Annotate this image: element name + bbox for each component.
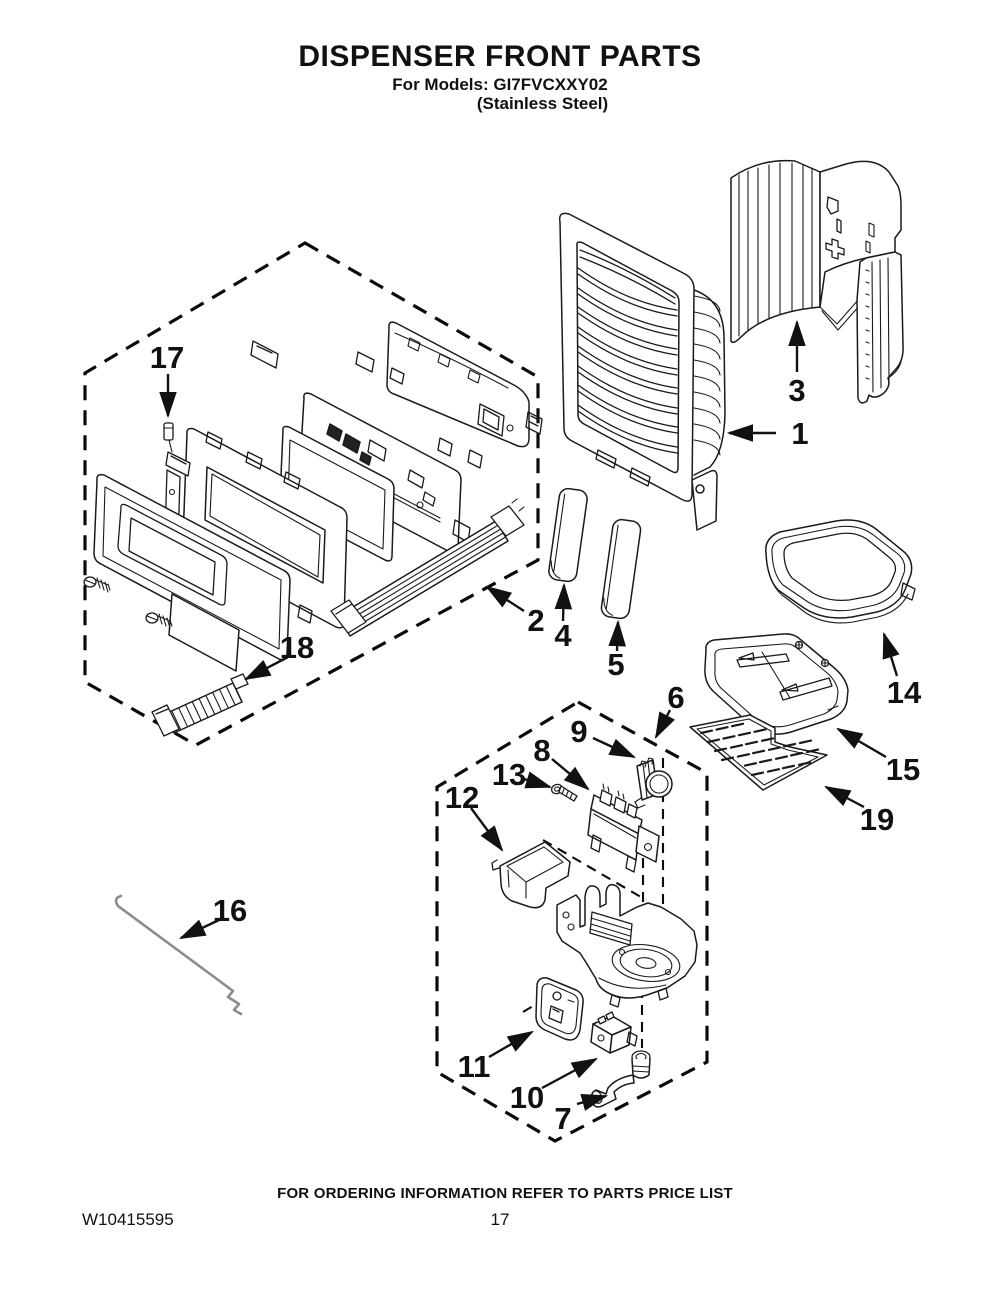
part-number-label-5: 5 [607, 647, 624, 682]
part-number-label-11: 11 [458, 1049, 491, 1084]
part-number-label-4: 4 [554, 618, 572, 653]
callout-arrow-11 [488, 1030, 534, 1059]
part-number-label-3: 3 [788, 373, 805, 408]
part-2-ribbon-cable [330, 498, 525, 637]
part-18-ribbon-jumper [151, 673, 249, 737]
part-number-label-16: 16 [213, 893, 247, 928]
callout-arrow-2 [485, 585, 525, 613]
callout-arrow-9 [592, 736, 636, 759]
page-title: DISPENSER FRONT PARTS [298, 40, 702, 73]
callout-arrow-5 [608, 619, 626, 652]
part-4-pad [548, 487, 588, 583]
control-panel-assembly [83, 321, 543, 737]
part-8-switch-bracket [587, 783, 660, 873]
part-number-label-18: 18 [280, 630, 314, 665]
part-13-screw [550, 783, 578, 802]
part-3-rear-cover [730, 159, 904, 404]
ordering-note: FOR ORDERING INFORMATION REFER TO PARTS … [277, 1185, 733, 1202]
part-10-switch [590, 1011, 638, 1054]
part-1-dispenser-frame [558, 212, 726, 531]
part-number-label-14: 14 [887, 675, 922, 710]
part-19-drip-grille [689, 714, 828, 791]
callout-arrow-19 [824, 785, 865, 809]
part-number-label-8: 8 [533, 733, 550, 768]
page-number: 17 [490, 1210, 510, 1229]
part-17-lamp [163, 422, 191, 477]
part-12-funnel-cup [491, 841, 571, 909]
part-11-paddle [535, 977, 584, 1041]
callout-arrow-14 [882, 631, 900, 677]
dispenser-housing-base [556, 883, 698, 1008]
part-14-tray-rim [765, 519, 916, 624]
finish-line: (Stainless Steel) [476, 94, 609, 113]
callout-arrow-6 [654, 709, 675, 739]
part-16-wire [114, 894, 243, 1016]
models-line: For Models: GI7FVCXXY02 [392, 75, 608, 94]
callout-arrow-7 [576, 1093, 609, 1111]
part-number-label-1: 1 [791, 416, 808, 451]
control-panel-group-outline [83, 241, 540, 747]
front-panel [93, 473, 291, 672]
part-number-label-10: 10 [510, 1080, 544, 1115]
callout-arrow-8 [551, 758, 590, 791]
part-number-label-17: 17 [150, 340, 184, 375]
callout-arrow-18 [244, 655, 289, 681]
part-15-drip-tray [704, 633, 849, 735]
panel-screws [83, 576, 173, 629]
part-number-label-13: 13 [492, 757, 526, 792]
clip-bracket [250, 340, 279, 369]
callout-arrow-12 [470, 807, 504, 852]
part-6-dispenser-assembly-outline [435, 700, 709, 1143]
callout-arrow-4 [554, 582, 573, 622]
part-number-label-7: 7 [554, 1101, 571, 1136]
part-number-label-6: 6 [667, 680, 684, 715]
document-number: W10415595 [82, 1210, 174, 1229]
callout-arrow-13 [523, 771, 553, 789]
part-9-solenoid [634, 757, 673, 809]
part-number-label-12: 12 [445, 780, 479, 815]
part-number-label-9: 9 [570, 714, 587, 749]
part-number-label-19: 19 [860, 802, 894, 837]
callout-arrow-10 [541, 1057, 598, 1090]
callout-arrow-15 [836, 727, 887, 759]
part-number-label-15: 15 [886, 752, 920, 787]
part-5-pad [600, 518, 642, 620]
callout-arrow-16 [179, 918, 220, 940]
part-number-label-2: 2 [527, 603, 544, 638]
control-housing [386, 321, 543, 469]
